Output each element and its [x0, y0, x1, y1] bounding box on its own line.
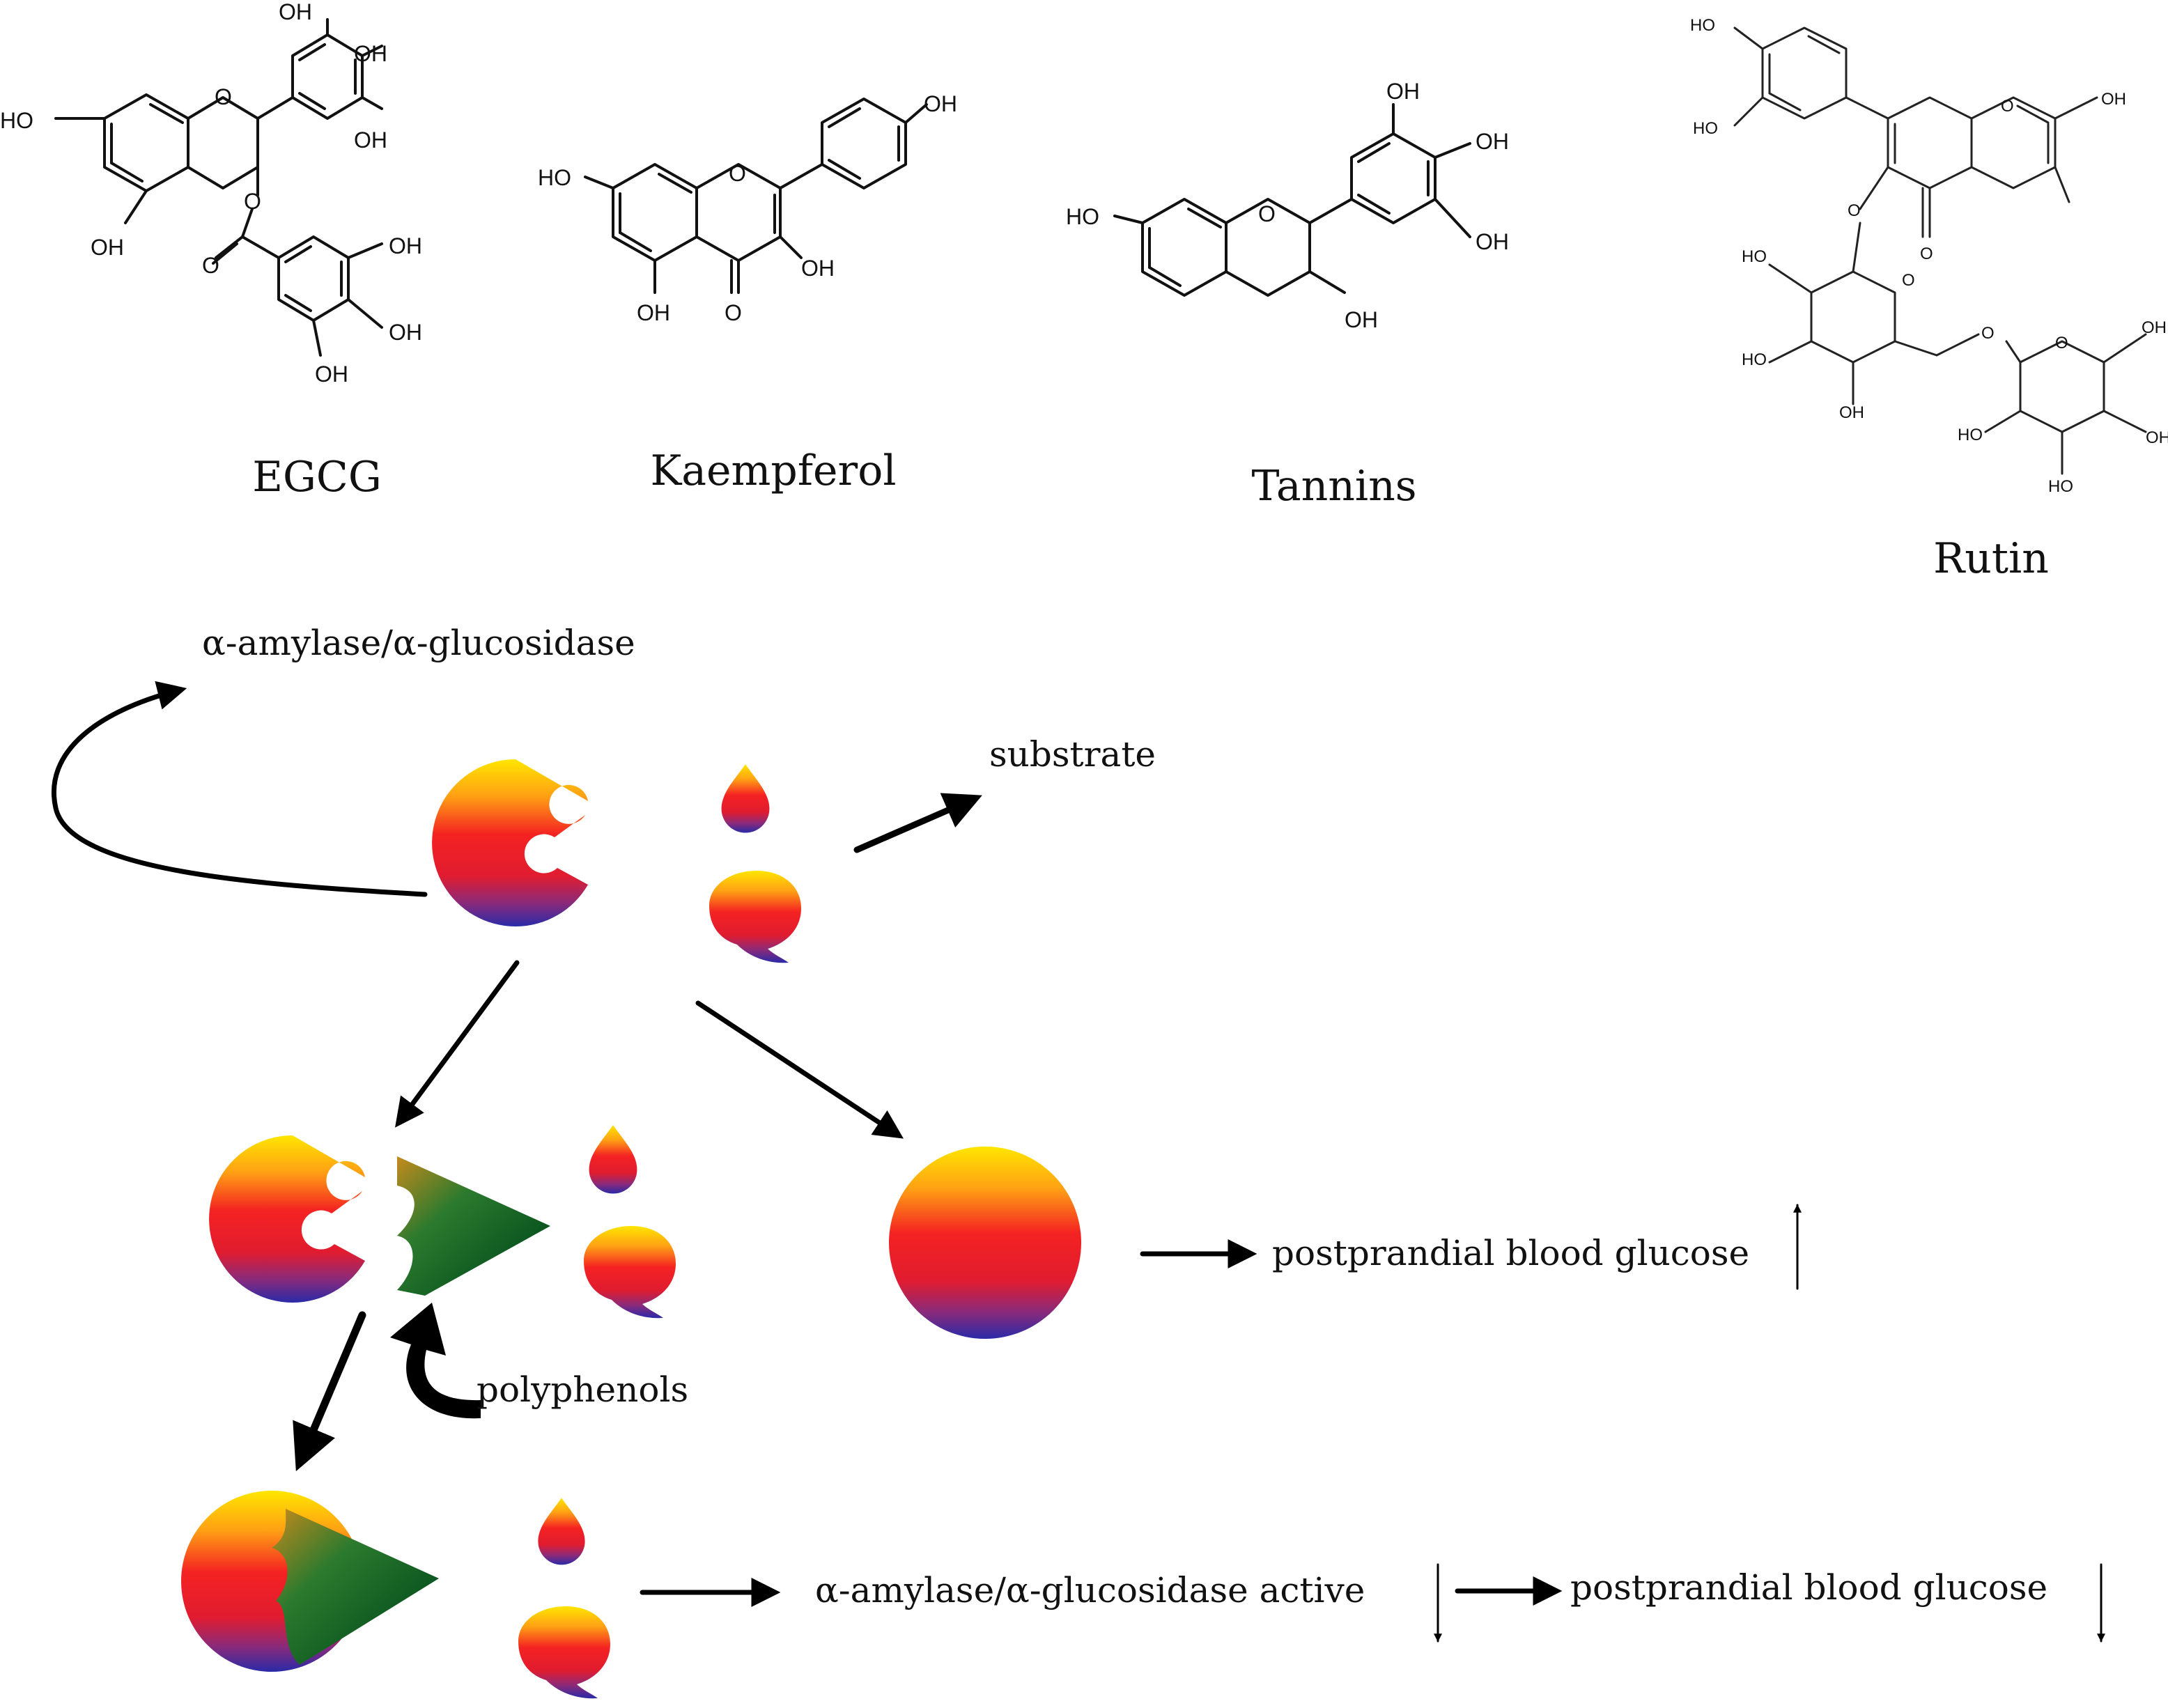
substrate-arrow — [853, 793, 982, 853]
atom-label: OH — [354, 127, 387, 153]
atom-label: O — [1902, 271, 1915, 290]
rutin-structure: HO HO O OH O O O HO HO HO OH O O HO OH O… — [1690, 16, 2168, 496]
substrate-drop — [721, 764, 770, 833]
egcg-structure: OH OH OH HO O O O OH OH OH OH — [0, 0, 422, 387]
atom-label: HO — [1958, 426, 1983, 444]
glucose-down-label: postprandial blood glucose — [1570, 1567, 2047, 1608]
compound-name-rutin: Rutin — [1933, 534, 2049, 583]
atom-label: O — [729, 161, 746, 186]
atom-label: OH — [637, 300, 670, 325]
atom-label: HO — [538, 165, 571, 190]
compound-name-kaempferol: Kaempferol — [650, 447, 896, 495]
substrate-label: substrate — [989, 734, 1156, 775]
enzyme-shape — [209, 1135, 365, 1303]
tannins-structure: OH OH OH HO O OH — [1066, 79, 1509, 332]
complex-arrow — [293, 1311, 366, 1472]
substrate-comma — [584, 1226, 676, 1319]
atom-label: OH — [1476, 229, 1509, 254]
enzyme-label: α-amylase/α-glucosidase — [202, 623, 635, 663]
atom-label: HO — [1690, 16, 1715, 35]
atom-label: OH — [389, 233, 422, 258]
atom-label: OH — [2142, 318, 2167, 337]
atom-label: OH — [801, 256, 835, 281]
substrate-drop — [538, 1498, 585, 1565]
polyphenols-label: polyphenols — [477, 1369, 688, 1410]
substrate-drop — [589, 1125, 637, 1194]
atom-label: O — [202, 253, 219, 278]
atom-label: O — [2001, 97, 2014, 116]
atom-label: HO — [1742, 247, 1767, 266]
atom-label: OH — [315, 362, 348, 387]
atom-label: OH — [1345, 307, 1378, 332]
digestion-branch-arrow — [695, 1000, 904, 1139]
polyphenols-curved-arrow — [390, 1303, 481, 1419]
atom-label: O — [2055, 334, 2068, 352]
atom-label: OH — [924, 91, 957, 116]
atom-label: O — [725, 300, 742, 325]
kaempferol-structure: OH HO O OH OH O — [538, 91, 957, 325]
atom-label: OH — [2146, 428, 2168, 447]
inhibition-branch-arrow — [395, 960, 520, 1128]
atom-label: OH — [1386, 79, 1420, 104]
atom-label: O — [1848, 201, 1861, 220]
enzyme-active-label: α-amylase/α-glucosidase active — [815, 1570, 1365, 1610]
atom-label: O — [1258, 201, 1276, 226]
atom-label: HO — [0, 108, 33, 133]
atom-label: OH — [279, 0, 312, 24]
atom-label: O — [1981, 324, 1995, 343]
enzyme-shape — [432, 759, 588, 926]
substrate-comma — [518, 1606, 610, 1699]
compound-name-egcg: EGCG — [252, 453, 382, 502]
atom-label: OH — [1476, 129, 1509, 154]
atom-label: O — [1920, 244, 1933, 263]
enzyme-curved-arrow — [51, 681, 428, 897]
atom-label: OH — [1839, 403, 1864, 422]
atom-label: OH — [389, 320, 422, 345]
atom-label: HO — [1742, 350, 1767, 369]
atom-label: OH — [354, 41, 387, 66]
glucose-circle — [889, 1147, 1081, 1339]
compound-name-tannins: Tannins — [1251, 462, 1416, 511]
atom-label: HO — [1066, 204, 1099, 229]
glucose-up-label: postprandial blood glucose — [1272, 1233, 1749, 1273]
atom-label: OH — [2101, 90, 2126, 109]
enzyme-inhibitor-complex — [181, 1491, 439, 1672]
atom-label: O — [215, 84, 232, 109]
atom-label: O — [244, 189, 261, 214]
substrate-comma — [709, 871, 801, 963]
atom-label: OH — [91, 235, 124, 260]
atom-label: HO — [2048, 477, 2073, 496]
atom-label: HO — [1693, 119, 1718, 138]
polyphenol-inhibitor — [397, 1156, 550, 1296]
